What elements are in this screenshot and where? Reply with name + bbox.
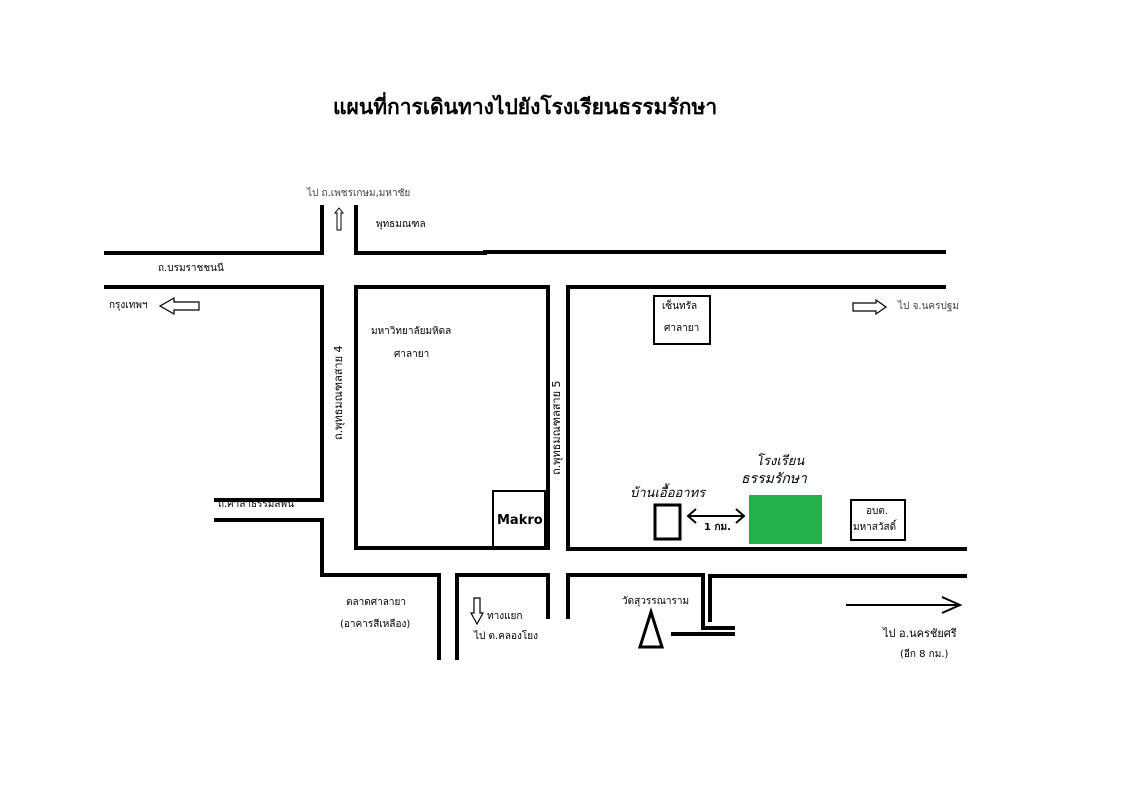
arrow-up-icon — [333, 207, 345, 231]
road-label-sai4: ถ.พุทธมณฑลสาย 4 — [332, 345, 345, 440]
place-market-2: (อาคารสีเหลือง) — [340, 619, 411, 630]
place-central-2: ศาลายา — [664, 323, 700, 334]
ban-ue-athon-building — [653, 503, 682, 541]
place-obt-1: อบต. — [866, 506, 889, 517]
place-school-1: โรงเรียน — [756, 454, 805, 469]
place-central-1: เซ็นทรัล — [662, 301, 698, 312]
central-building — [653, 295, 711, 345]
road-label-borom: ถ.บรมราชชนนี — [158, 263, 224, 274]
place-market-1: ตลาดศาลายา — [346, 597, 406, 608]
road-label-buddhamonthon: พุทธมณฑล — [376, 219, 426, 230]
block-east-edge — [566, 285, 946, 550]
distance-label: 1 กม. — [704, 522, 731, 533]
place-mahidol-2: ศาลายา — [394, 349, 430, 360]
road-buddhamonthon-north-edge — [354, 205, 487, 255]
place-ban-ue-athon: บ้านเอื้ออาทร — [630, 486, 706, 501]
arrow-right-icon — [852, 298, 888, 316]
arrow-long-right-icon — [846, 596, 963, 614]
makro-building — [492, 490, 546, 548]
distance-arrow — [686, 508, 746, 524]
place-school-2: ธรรมรักษา — [741, 471, 807, 487]
road-sai4-west-edge — [214, 285, 324, 502]
direction-nakhon-pathom: ไป จ.นครปฐม — [898, 301, 959, 312]
road-sala-tham-south-edge — [214, 518, 441, 660]
page-title: แผนที่การเดินทางไปยังโรงเรียนธรรมรักษา — [333, 94, 718, 119]
temple-icon — [637, 606, 665, 649]
place-mahidol-1: มหาวิทยาลัยมหิดล — [371, 326, 452, 337]
road-borom-north-edge-left — [104, 205, 324, 255]
arrow-left-icon — [158, 296, 200, 316]
direction-bangkok: กรุงเทพฯ — [109, 300, 148, 311]
place-temple: วัดสุวรรณาราม — [622, 596, 690, 607]
obt-building — [850, 499, 906, 541]
direction-khlong-yong-1: ทางแยก — [487, 611, 523, 622]
school-building — [749, 495, 822, 544]
road-south-segment-c — [708, 574, 967, 622]
road-label-sala-tham: ถ.ศาลาธรรมสพน์ — [218, 499, 294, 510]
direction-nakhon-chai-si-1: ไป อ.นครชัยศรี — [883, 627, 957, 640]
place-makro: Makro — [497, 513, 543, 528]
place-obt-2: มหาสวัสดิ์ — [853, 522, 897, 533]
direction-nakhon-chai-si-2: (อีก 8 กม.) — [900, 649, 949, 660]
road-label-sai5: ถ.พุทธมณฑลสาย 5 — [550, 380, 563, 475]
direction-khlong-yong-2: ไป ต.คลองโยง — [474, 631, 539, 642]
block-mahidol — [354, 285, 550, 550]
arrow-down-icon — [469, 597, 485, 626]
direction-phetkasem: ไป ถ.เพชรเกษม,มหาชัย — [307, 188, 411, 199]
road-south-segment-b — [566, 573, 735, 630]
road-south-segment-a — [455, 573, 550, 660]
